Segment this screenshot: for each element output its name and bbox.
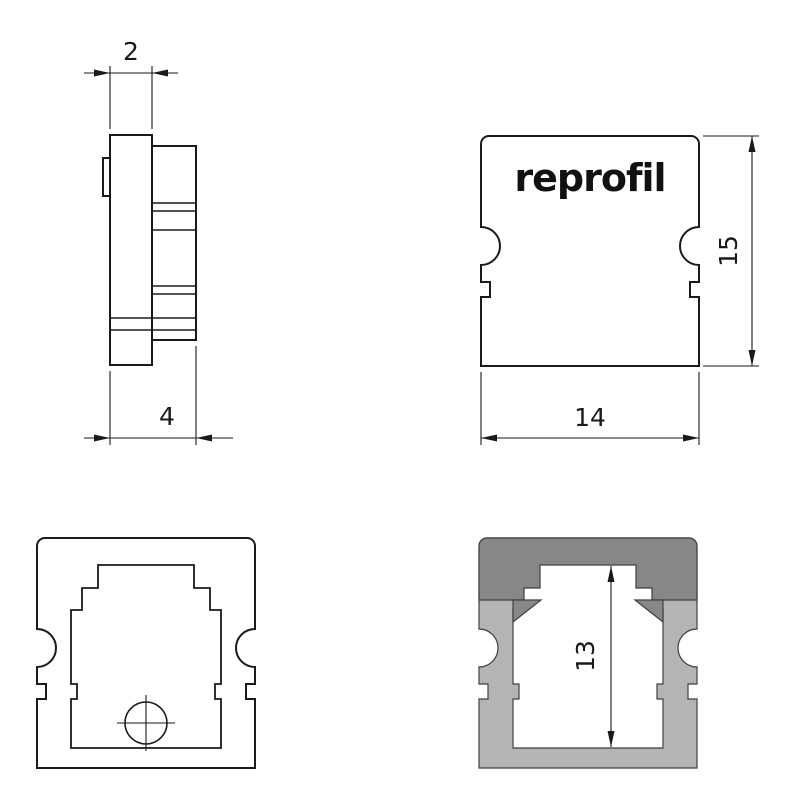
dimension-profile-height: 15: [703, 135, 759, 367]
brand-logo: reprofil: [514, 156, 665, 200]
outline-section-view: [36, 537, 256, 769]
arrowhead: [94, 69, 110, 77]
arrowhead: [481, 434, 497, 442]
front-silhouette: [480, 135, 700, 367]
flange-outline: [109, 134, 153, 366]
arrowhead: [196, 434, 212, 442]
dimension-inner-height: 13: [571, 566, 615, 747]
mounting-tab: [102, 157, 111, 197]
dimension-profile-width: 14: [480, 372, 700, 445]
inner-cavity-outline: [70, 564, 222, 749]
dimension-label-inner-height: 13: [571, 640, 600, 672]
arrowhead: [152, 69, 168, 77]
dimension-flange-thickness: 2: [84, 37, 178, 129]
section-silhouette: [36, 537, 256, 769]
clamp-tooth-left: [512, 599, 543, 624]
filled-section-view: 13: [478, 537, 698, 769]
side-view: 2 4: [84, 37, 233, 445]
clamp-tooth-right: [633, 599, 664, 624]
dimension-total-depth: 4: [84, 346, 233, 445]
plug-body-outline: [151, 145, 197, 341]
arrowhead: [748, 136, 756, 152]
dimension-label-total-depth: 4: [159, 402, 175, 431]
front-view: reprofil 15 14: [480, 135, 759, 445]
dimension-label-profile-height: 15: [714, 235, 743, 267]
dimension-label-profile-width: 14: [574, 403, 606, 432]
arrowhead: [748, 350, 756, 366]
dimension-label-flange-thickness: 2: [123, 37, 139, 66]
arrowhead: [607, 566, 615, 582]
arrowhead: [94, 434, 110, 442]
arrowhead: [607, 731, 615, 747]
arrowhead: [683, 434, 699, 442]
mounting-hole: [117, 695, 175, 751]
